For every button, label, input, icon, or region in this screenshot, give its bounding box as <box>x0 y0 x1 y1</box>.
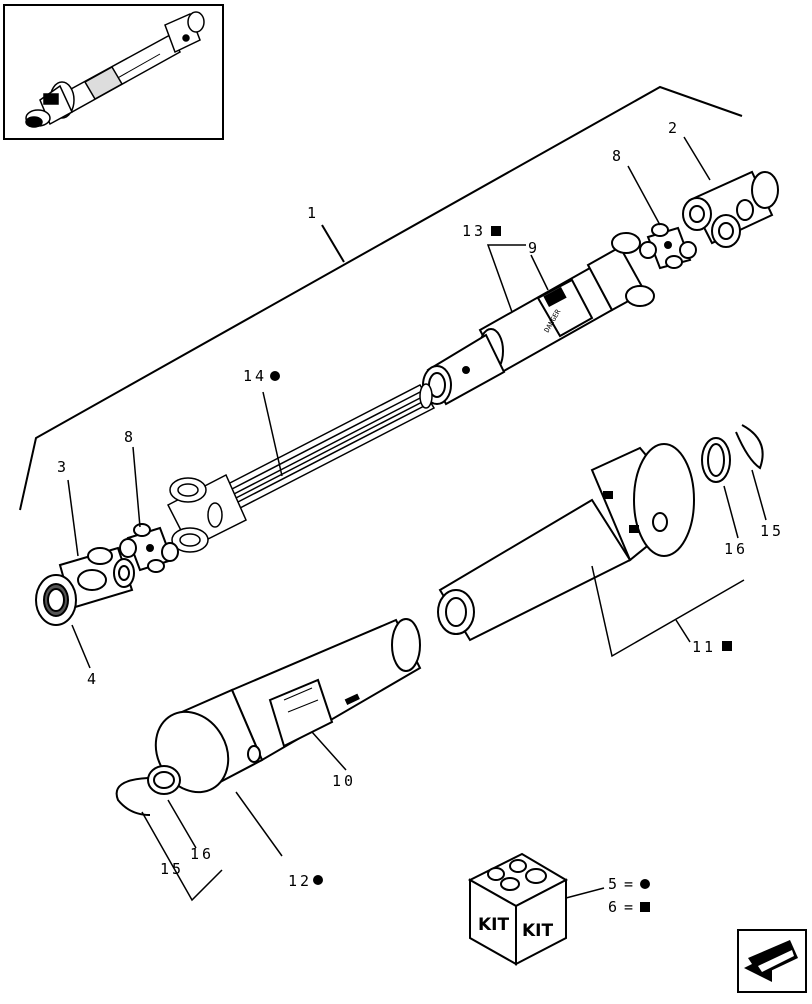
callout-4: 4 <box>87 670 99 688</box>
kit-box-icon <box>467 852 569 966</box>
part-8-cross-upper <box>639 223 697 270</box>
kit-legend: 5 = 6 = <box>608 875 650 916</box>
callout-1: 1 <box>307 204 319 222</box>
part-15-snap-ring-right <box>735 424 764 470</box>
callout-10: 10 <box>332 772 356 790</box>
part-14-splined-shaft <box>166 383 436 553</box>
callout-9: 9 <box>528 239 540 257</box>
part-11-guard-cone <box>437 443 695 642</box>
kit-legend-5-number: 5 <box>608 875 620 893</box>
part-2-yoke <box>682 170 779 248</box>
kit-label-left: KIT <box>478 915 509 935</box>
callout-14-circle-symbol <box>270 371 280 381</box>
previous-arrow-button[interactable] <box>737 929 807 993</box>
part-4-splined-bore <box>35 574 77 626</box>
previous-arrow-icon <box>744 940 798 982</box>
kit-legend-5-circle-symbol <box>640 879 650 889</box>
part-16-bearing-ring-right <box>701 437 731 483</box>
thumbnail-view[interactable] <box>3 4 224 140</box>
callout-1-bracket <box>19 85 743 511</box>
callout-13: 13 <box>462 222 486 240</box>
callout-12: 12 <box>288 872 312 890</box>
kit-legend-6-square-symbol <box>640 902 650 912</box>
kit-leader <box>565 887 605 899</box>
part-16-bearing-ring-left <box>147 765 181 795</box>
part-12-guard-tube <box>154 618 422 794</box>
callout-15-right: 15 <box>760 522 784 540</box>
callout-15-left: 15 <box>160 860 184 878</box>
callout-16-right: 16 <box>724 540 748 558</box>
callout-15-16-bracket-left <box>141 799 223 902</box>
callout-13-leader <box>486 244 526 313</box>
callout-11-bracket <box>591 565 745 658</box>
part-13-inner-tube <box>422 333 506 406</box>
callout-11-square-symbol <box>722 641 732 651</box>
part-15-snap-ring-left <box>115 777 151 816</box>
callout-8-lower: 8 <box>124 428 136 446</box>
kit-legend-5-eq: = <box>624 875 636 893</box>
callout-8-upper: 8 <box>612 147 624 165</box>
callout-16-left: 16 <box>190 845 214 863</box>
callout-3: 3 <box>57 458 69 476</box>
callout-12-circle-symbol <box>313 875 323 885</box>
part-8-cross-lower <box>119 523 179 573</box>
kit-label-right: KIT <box>522 921 553 941</box>
pto-shaft-thumbnail-icon <box>25 11 205 128</box>
callout-14: 14 <box>243 367 267 385</box>
part-9-inner-yoke <box>478 232 655 374</box>
callout-13-square-symbol <box>491 226 501 236</box>
callout-11: 11 <box>692 638 716 656</box>
callout-2: 2 <box>668 119 680 137</box>
kit-legend-6-eq: = <box>624 898 636 916</box>
kit-legend-6-number: 6 <box>608 898 620 916</box>
